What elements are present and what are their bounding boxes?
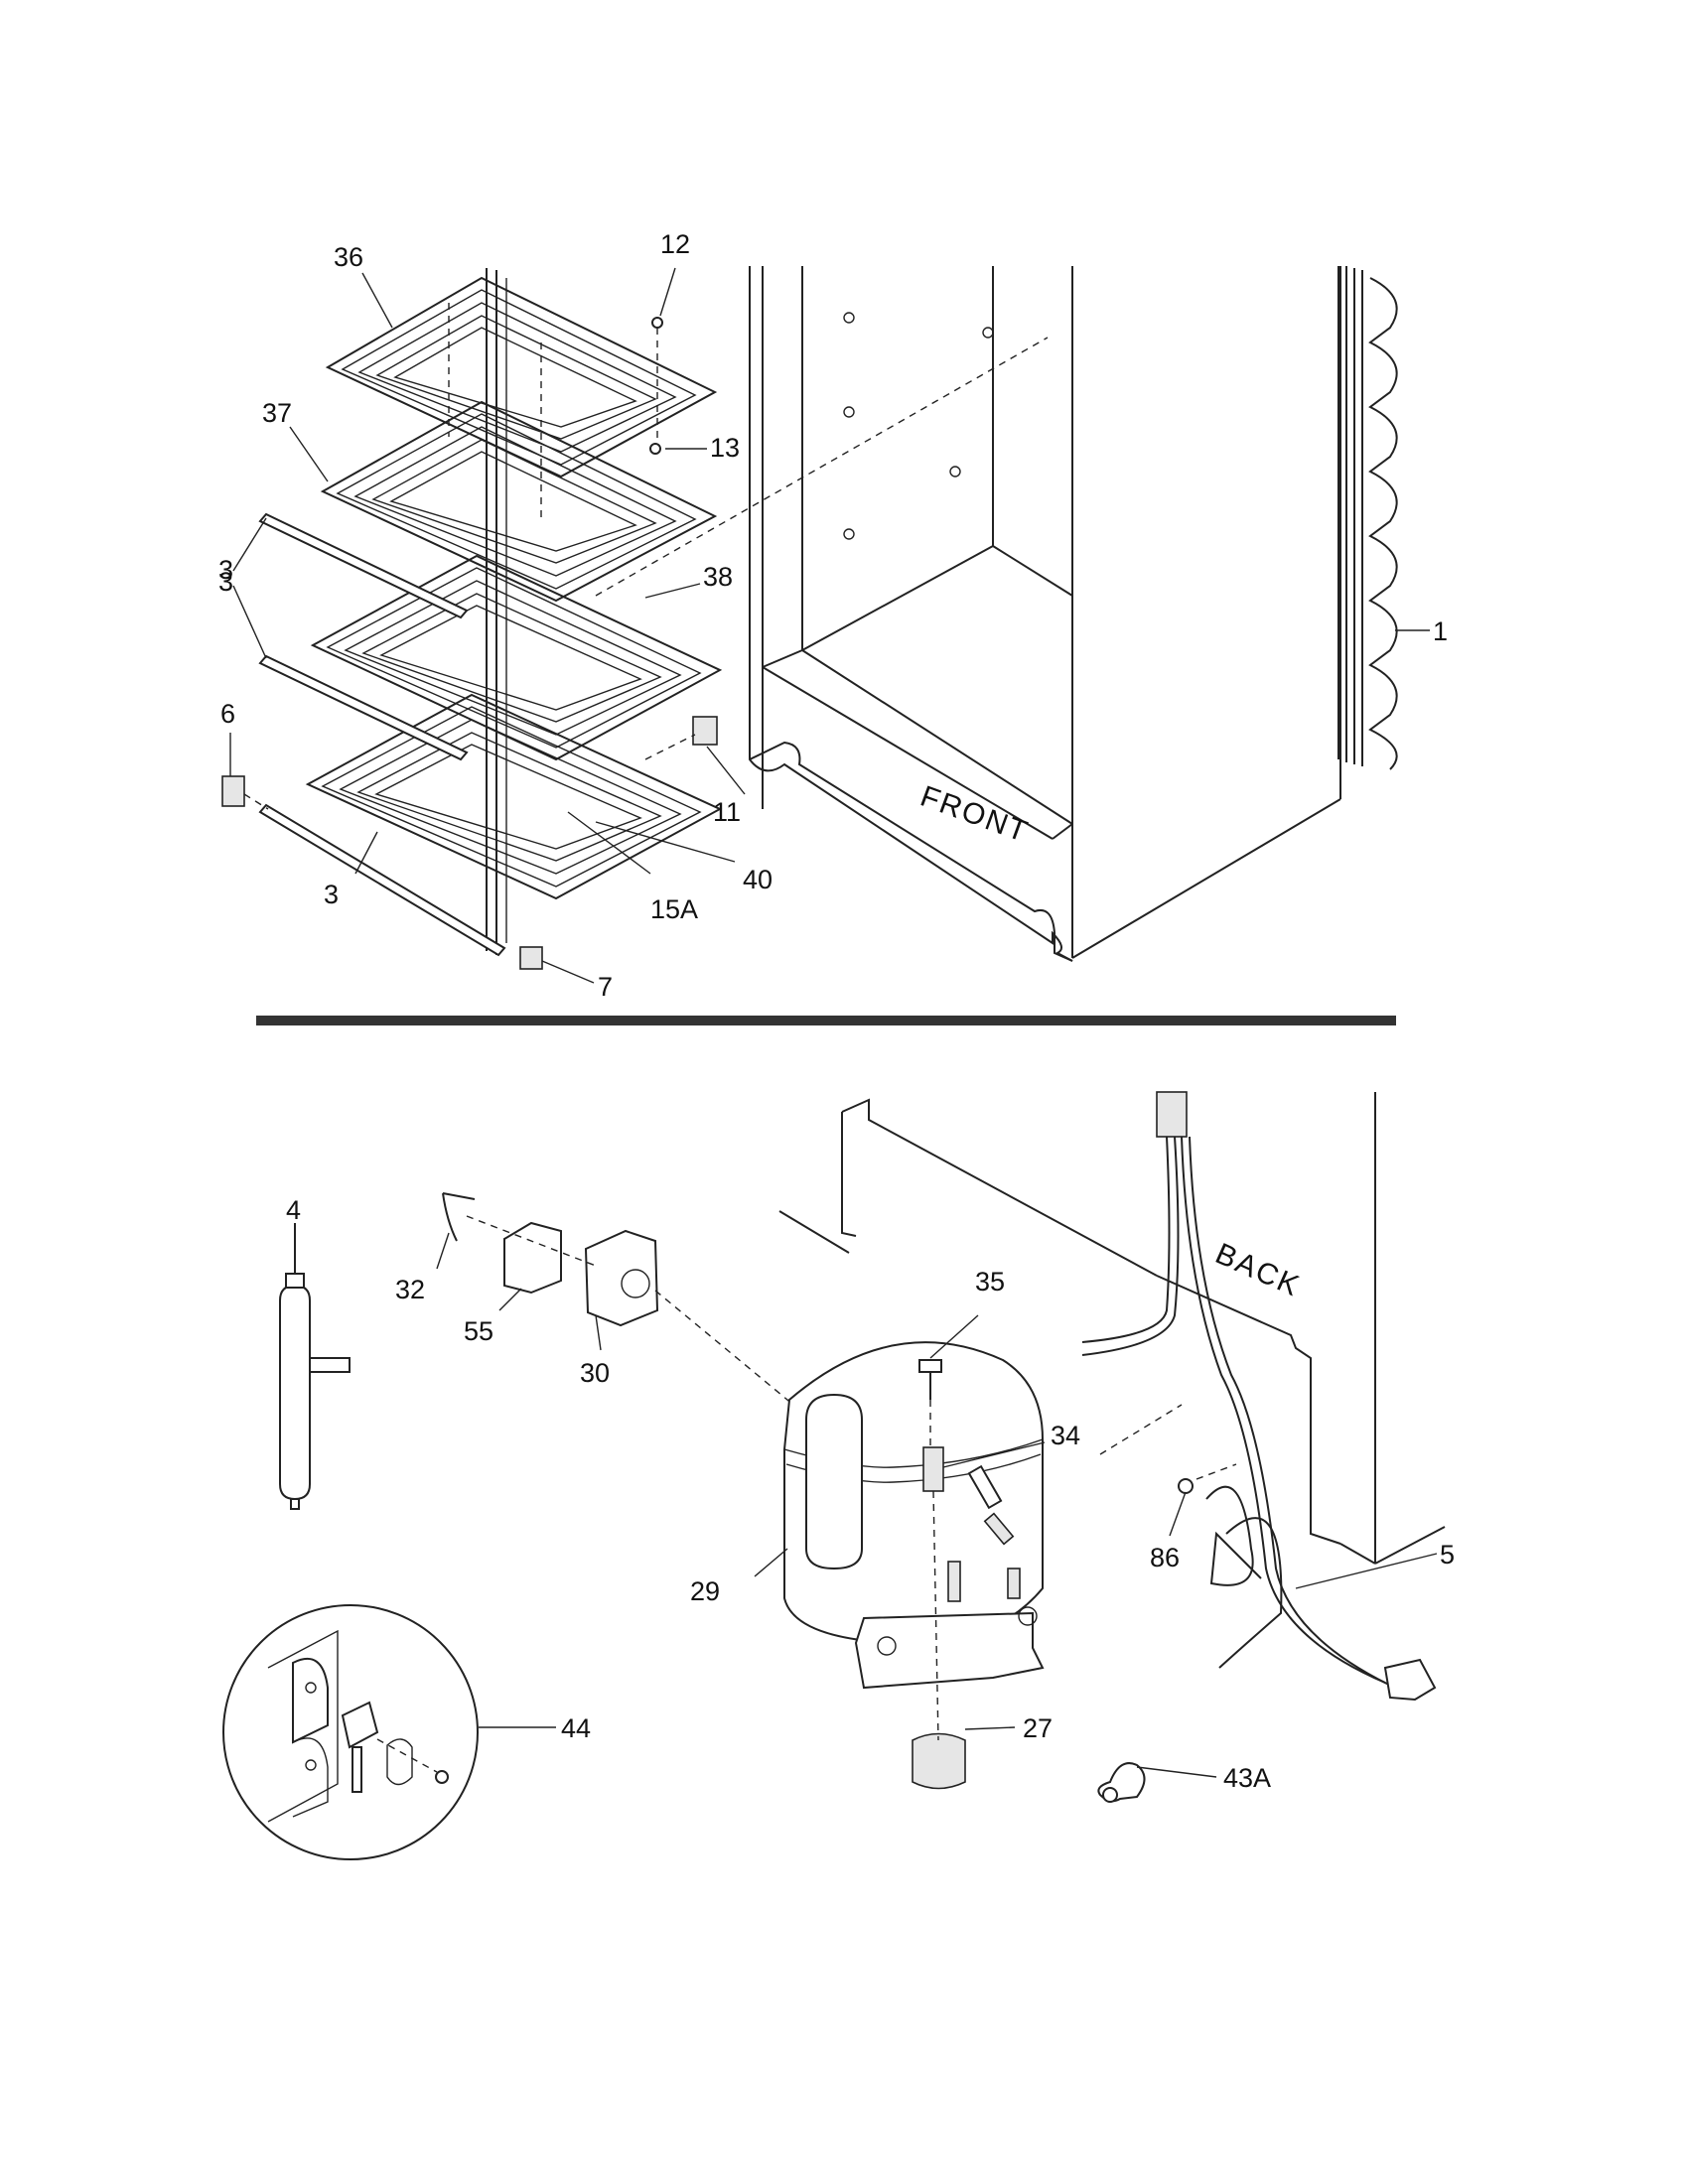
overload-55: [503, 1221, 562, 1295]
callout-44: 44: [561, 1713, 591, 1743]
callout-6: 6: [220, 699, 235, 729]
screw-13: [649, 443, 661, 455]
callout-30: 30: [580, 1358, 610, 1388]
callout-34: 34: [1051, 1421, 1080, 1450]
compressor: [783, 1341, 1045, 1690]
screw-86: [1178, 1478, 1194, 1494]
callout-1: 1: [1433, 616, 1448, 646]
callout-37: 37: [262, 398, 292, 428]
shelf-rail-top: [258, 512, 469, 619]
callout-15A: 15A: [650, 894, 698, 924]
callout-11: 11: [713, 797, 741, 827]
callout-40: 40: [743, 865, 773, 894]
evaporator-shelf-assembly: [221, 268, 1049, 970]
bolt-35: [918, 1359, 942, 1373]
clip-11: [692, 716, 718, 746]
callout-55: 55: [464, 1316, 493, 1346]
clip-6: [221, 775, 245, 807]
callout-32: 32: [395, 1275, 425, 1304]
evaporator-shelf-2: [320, 400, 718, 603]
spacer-34: [922, 1446, 944, 1492]
callout-29: 29: [690, 1576, 720, 1606]
callout-3-bottom: 3: [324, 880, 339, 909]
screw-12: [651, 317, 663, 329]
callout-5: 5: [1440, 1540, 1455, 1570]
shelf-rail-middle: [258, 654, 469, 761]
callout-13: 13: [710, 433, 740, 463]
clip-32: [442, 1192, 476, 1242]
callout-86: 86: [1150, 1543, 1180, 1572]
callout-27: 27: [1023, 1713, 1053, 1743]
condenser-coil: [1337, 266, 1398, 770]
callout-leaders-upper: [229, 267, 1430, 984]
label-back: BACK: [1210, 1237, 1305, 1303]
callout-7: 7: [598, 972, 613, 1002]
back-panel: [778, 1092, 1446, 1565]
section-divider: [256, 1016, 1396, 1025]
evaporator-shelf-3: [310, 554, 723, 761]
relay-overload-parts: [442, 1192, 800, 1411]
callout-4: 4: [286, 1195, 301, 1225]
callout-36: 36: [334, 242, 363, 272]
power-cord: [1081, 1091, 1437, 1702]
callout-3-middle: 3: [218, 567, 233, 597]
callout-3-top: 3: [218, 555, 233, 585]
callout-35: 35: [975, 1267, 1005, 1297]
callout-38: 38: [703, 562, 733, 592]
grommet-27: [912, 1732, 966, 1790]
evaporator-shelf-4: [305, 693, 723, 900]
callout-43A: 43A: [1223, 1763, 1271, 1793]
freezer-cabinet: [749, 266, 1341, 962]
shelf-rail-bottom: [258, 803, 506, 957]
power-plug: [1383, 1658, 1437, 1702]
filter-drier: [279, 1223, 351, 1510]
relay-cover-30: [584, 1229, 659, 1327]
callout-12: 12: [660, 229, 690, 259]
clip-7: [519, 946, 543, 970]
outlet-inset: [222, 1604, 479, 1860]
callout-leaders-lower: [436, 1232, 1438, 1778]
label-front: FRONT: [916, 780, 1034, 850]
